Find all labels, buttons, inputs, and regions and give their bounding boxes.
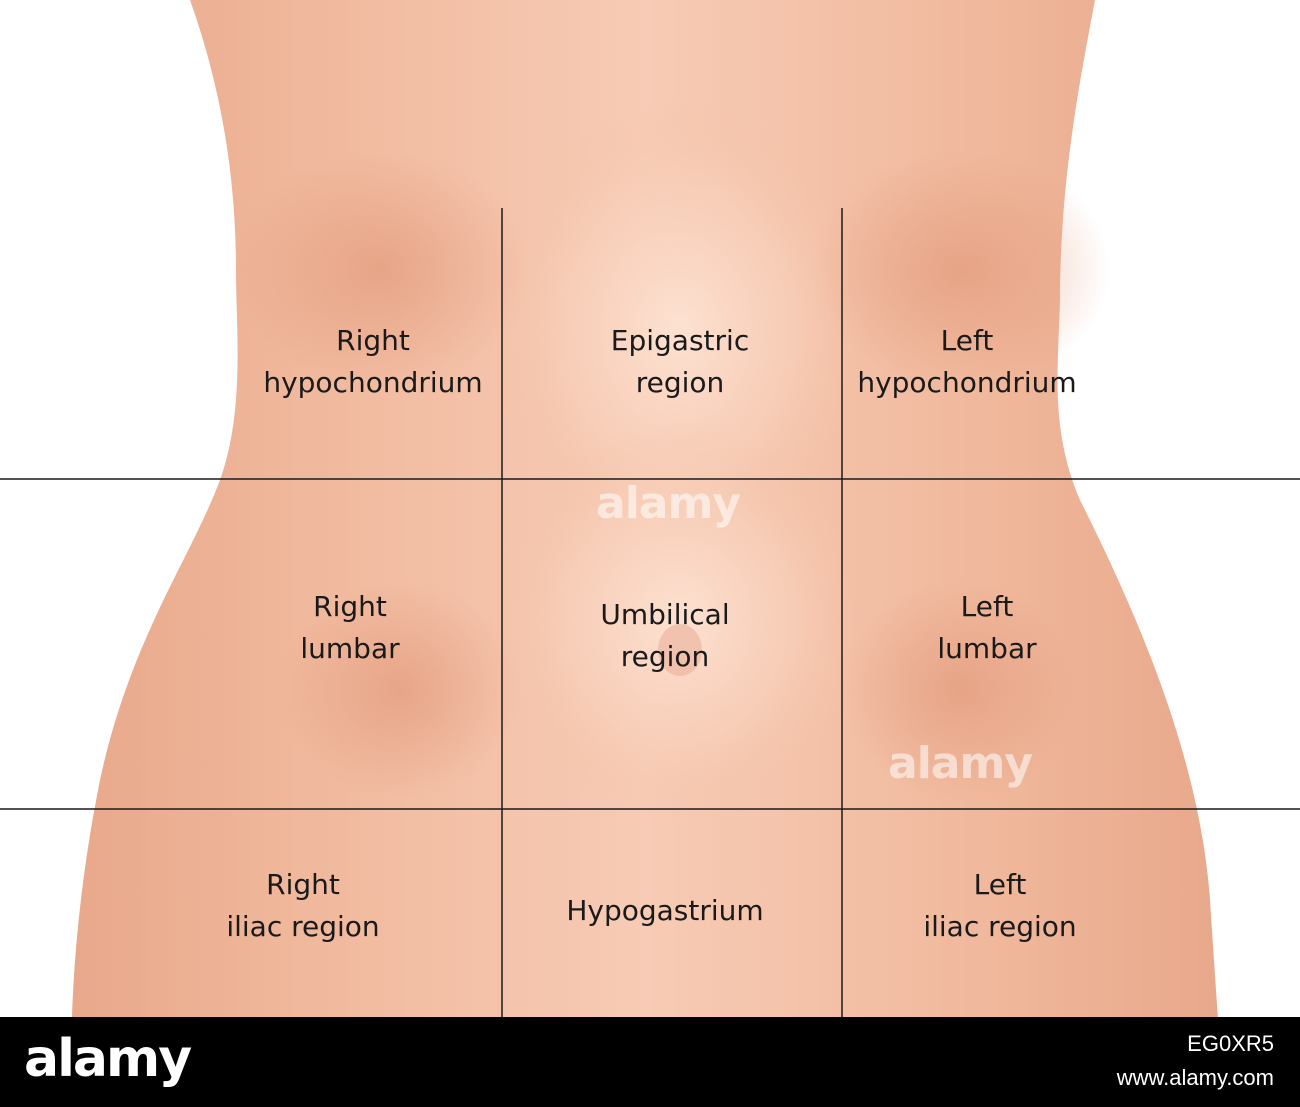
- label-line: Left: [900, 864, 1100, 906]
- label-left-hypochondrium: Left hypochondrium: [847, 320, 1087, 404]
- label-hypogastrium: Hypogastrium: [545, 890, 785, 932]
- label-epigastric-region: Epigastric region: [560, 320, 800, 404]
- label-right-lumbar: Right lumbar: [250, 586, 450, 670]
- label-line: lumbar: [250, 628, 450, 670]
- label-line: Right: [203, 864, 403, 906]
- image-id: EG0XR5: [1187, 1031, 1274, 1057]
- footer-bar: alamy EG0XR5 www.alamy.com: [0, 1017, 1300, 1107]
- alamy-logo: alamy: [24, 1029, 190, 1089]
- label-line: hypochondrium: [253, 362, 493, 404]
- label-line: Left: [847, 320, 1087, 362]
- label-line: lumbar: [887, 628, 1087, 670]
- footer-url: www.alamy.com: [1117, 1065, 1274, 1091]
- label-line: Right: [253, 320, 493, 362]
- watermark-right: alamy: [888, 738, 1032, 789]
- label-left-iliac-region: Left iliac region: [900, 864, 1100, 948]
- label-line: iliac region: [900, 906, 1100, 948]
- label-line: Left: [887, 586, 1087, 628]
- label-line: Right: [250, 586, 450, 628]
- label-right-iliac-region: Right iliac region: [203, 864, 403, 948]
- label-line: region: [565, 636, 765, 678]
- label-line: Umbilical: [565, 594, 765, 636]
- label-right-hypochondrium: Right hypochondrium: [253, 320, 493, 404]
- label-line: iliac region: [203, 906, 403, 948]
- label-line: hypochondrium: [847, 362, 1087, 404]
- label-line: Hypogastrium: [545, 890, 785, 932]
- label-line: Epigastric: [560, 320, 800, 362]
- label-umbilical-region: Umbilical region: [565, 594, 765, 678]
- label-line: region: [560, 362, 800, 404]
- watermark-center: alamy: [596, 478, 740, 529]
- label-left-lumbar: Left lumbar: [887, 586, 1087, 670]
